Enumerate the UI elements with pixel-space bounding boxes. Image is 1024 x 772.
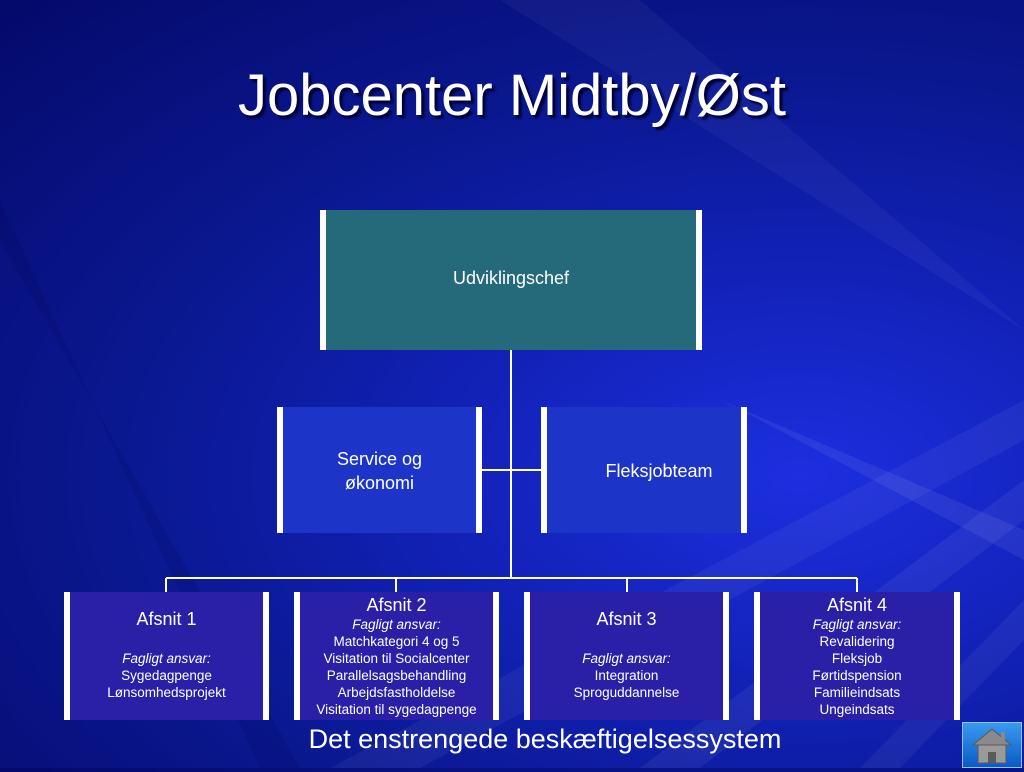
afsnit-ansvar: Fagligt ansvar: — [812, 617, 902, 632]
org-node-service-okonomi: Service og økonomi — [277, 407, 482, 533]
afsnit-item: Ungeindsats — [819, 702, 895, 717]
afsnit-item: Parallelsagsbehandling — [326, 668, 467, 683]
afsnit-item: Visitation til Socialcenter — [323, 651, 470, 666]
node-label: Udviklingschef — [452, 268, 570, 288]
org-node-afsnit-1: Afsnit 1 Fagligt ansvar: Sygedagpenge Lø… — [64, 592, 269, 720]
slide-title: Jobcenter Midtby/Øst — [238, 63, 786, 128]
afsnit-title: Afsnit 2 — [366, 595, 427, 615]
afsnit-item: Revalidering — [819, 634, 895, 649]
slide-footer: Det enstrengede beskæftigelsessystem — [308, 724, 782, 754]
afsnit-ansvar: Fagligt ansvar: — [582, 651, 671, 666]
org-node-udviklingschef: Udviklingschef — [320, 210, 702, 350]
org-node-afsnit-2: Afsnit 2 Fagligt ansvar: Matchkategori 4… — [294, 592, 499, 720]
afsnit-item: Lønsomhedsprojekt — [107, 685, 226, 700]
node-label: Fleksjobteam — [605, 461, 713, 481]
afsnit-title: Afsnit 1 — [136, 609, 197, 629]
afsnit-item: Familieindsats — [813, 685, 901, 700]
org-node-afsnit-3: Afsnit 3 Fagligt ansvar: Integration Spr… — [524, 592, 729, 720]
afsnit-item: Matchkategori 4 og 5 — [333, 634, 460, 649]
afsnit-item: Sproguddannelse — [573, 685, 680, 700]
afsnit-item: Førtidspension — [812, 668, 902, 683]
node-label-line1: Service og — [336, 449, 423, 469]
home-button[interactable] — [962, 722, 1022, 768]
home-icon — [971, 728, 1013, 764]
afsnit-item: Sygedagpenge — [121, 668, 212, 683]
org-node-afsnit-4: Afsnit 4 Fagligt ansvar: Revalidering Fl… — [754, 592, 960, 720]
afsnit-item: Visitation til sygedagpenge — [316, 702, 477, 717]
afsnit-ansvar: Fagligt ansvar: — [352, 617, 441, 632]
afsnit-item: Integration — [594, 668, 659, 683]
org-node-fleksjobteam: Fleksjobteam — [541, 407, 747, 533]
afsnit-ansvar: Fagligt ansvar: — [122, 651, 211, 666]
afsnit-item: Fleksjob — [831, 651, 883, 666]
afsnit-title: Afsnit 3 — [596, 609, 657, 629]
afsnit-title: Afsnit 4 — [826, 595, 888, 615]
afsnit-item: Arbejdsfastholdelse — [337, 685, 456, 700]
node-label-line2: økonomi — [344, 473, 415, 493]
